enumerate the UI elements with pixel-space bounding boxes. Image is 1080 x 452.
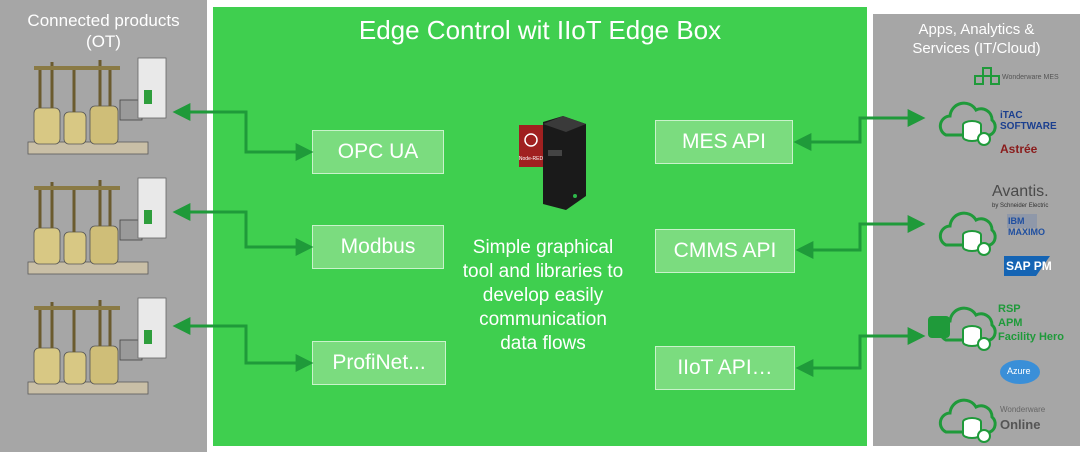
vendor-apm: APM [998,317,1023,329]
vendor-itac: iTAC SOFTWARE [1000,110,1057,132]
right-title-line2: Services (IT/Cloud) [912,40,1041,57]
vendor-schneider: by Schneider Electric [992,203,1049,209]
left-title-line2: (OT) [86,32,121,51]
api-box-mes: MES API [655,120,793,164]
page-title: Edge Control wit IIoT Edge Box [358,15,722,45]
vendor-astree: Astrée [1000,142,1038,156]
description-text: Simple graphical tool and libraries to d… [462,237,624,354]
vendor-wonderware: Wonderware [1000,405,1046,414]
right-title-line1: Apps, Analytics & [918,21,1035,38]
vendor-sap-pm: SAP PM [1006,259,1052,273]
left-title-line1: Connected products [27,11,180,30]
vendor-wonderware-mes: Wonderware MES [1002,74,1059,81]
vendor-facility-hero: Facility Hero [998,331,1065,343]
protocol-box-modbus: Modbus [312,225,444,269]
left-panel-title: Connected products (OT) [0,10,207,52]
api-box-cmms: CMMS API [655,229,795,273]
node-red-label: Node-RED [518,156,544,162]
protocol-box-profinet: ProfiNet... [312,341,446,385]
vendor-azure: Azure [1007,366,1031,376]
vendor-avantis: Avantis. [992,183,1049,200]
vendor-online: Online [1000,417,1041,432]
protocol-box-opc-ua: OPC UA [312,130,444,174]
right-panel-title: Apps, Analytics & Services (IT/Cloud) [873,20,1080,58]
api-box-iiot: IIoT API… [655,346,795,390]
connected-products-panel [0,0,207,452]
vendor-ibm-maximo: IBM MAXIMO [1008,216,1045,237]
vendor-rsp: RSP [998,303,1021,315]
